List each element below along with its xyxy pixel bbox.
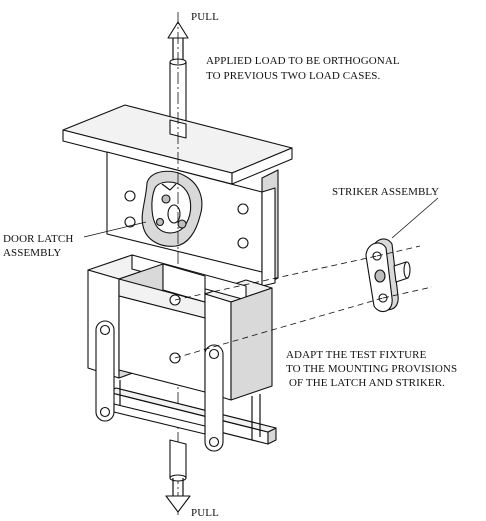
projection-lines	[174, 245, 433, 359]
load-note-line1: APPLIED LOAD TO BE ORTHOGONAL	[206, 55, 400, 67]
striker-assembly	[365, 238, 411, 313]
door-latch-leader	[83, 221, 147, 238]
striker-assembly-label: STRIKER ASSEMBLY	[332, 186, 440, 198]
adapt-note-line1: ADAPT THE TEST FIXTURE	[286, 349, 427, 361]
adapt-note-line2: TO THE MOUNTING PROVISIONS	[286, 363, 458, 375]
side-links	[95, 320, 224, 452]
load-note-line2: TO PREVIOUS TWO LOAD CASES.	[206, 70, 381, 82]
adapt-note-line3: OF THE LATCH AND STRIKER.	[289, 377, 446, 389]
door-latch-label-line2: ASSEMBLY	[3, 247, 62, 259]
lower-test-fixture	[87, 254, 277, 445]
pull-bottom-label: PULL	[191, 507, 219, 519]
bottom-pull-arrow	[165, 439, 191, 513]
door-latch-label-line1: DOOR LATCH	[3, 233, 74, 245]
upper-mounting-plate	[62, 104, 293, 185]
striker-leader	[391, 197, 439, 239]
pull-top-label: PULL	[191, 11, 219, 23]
